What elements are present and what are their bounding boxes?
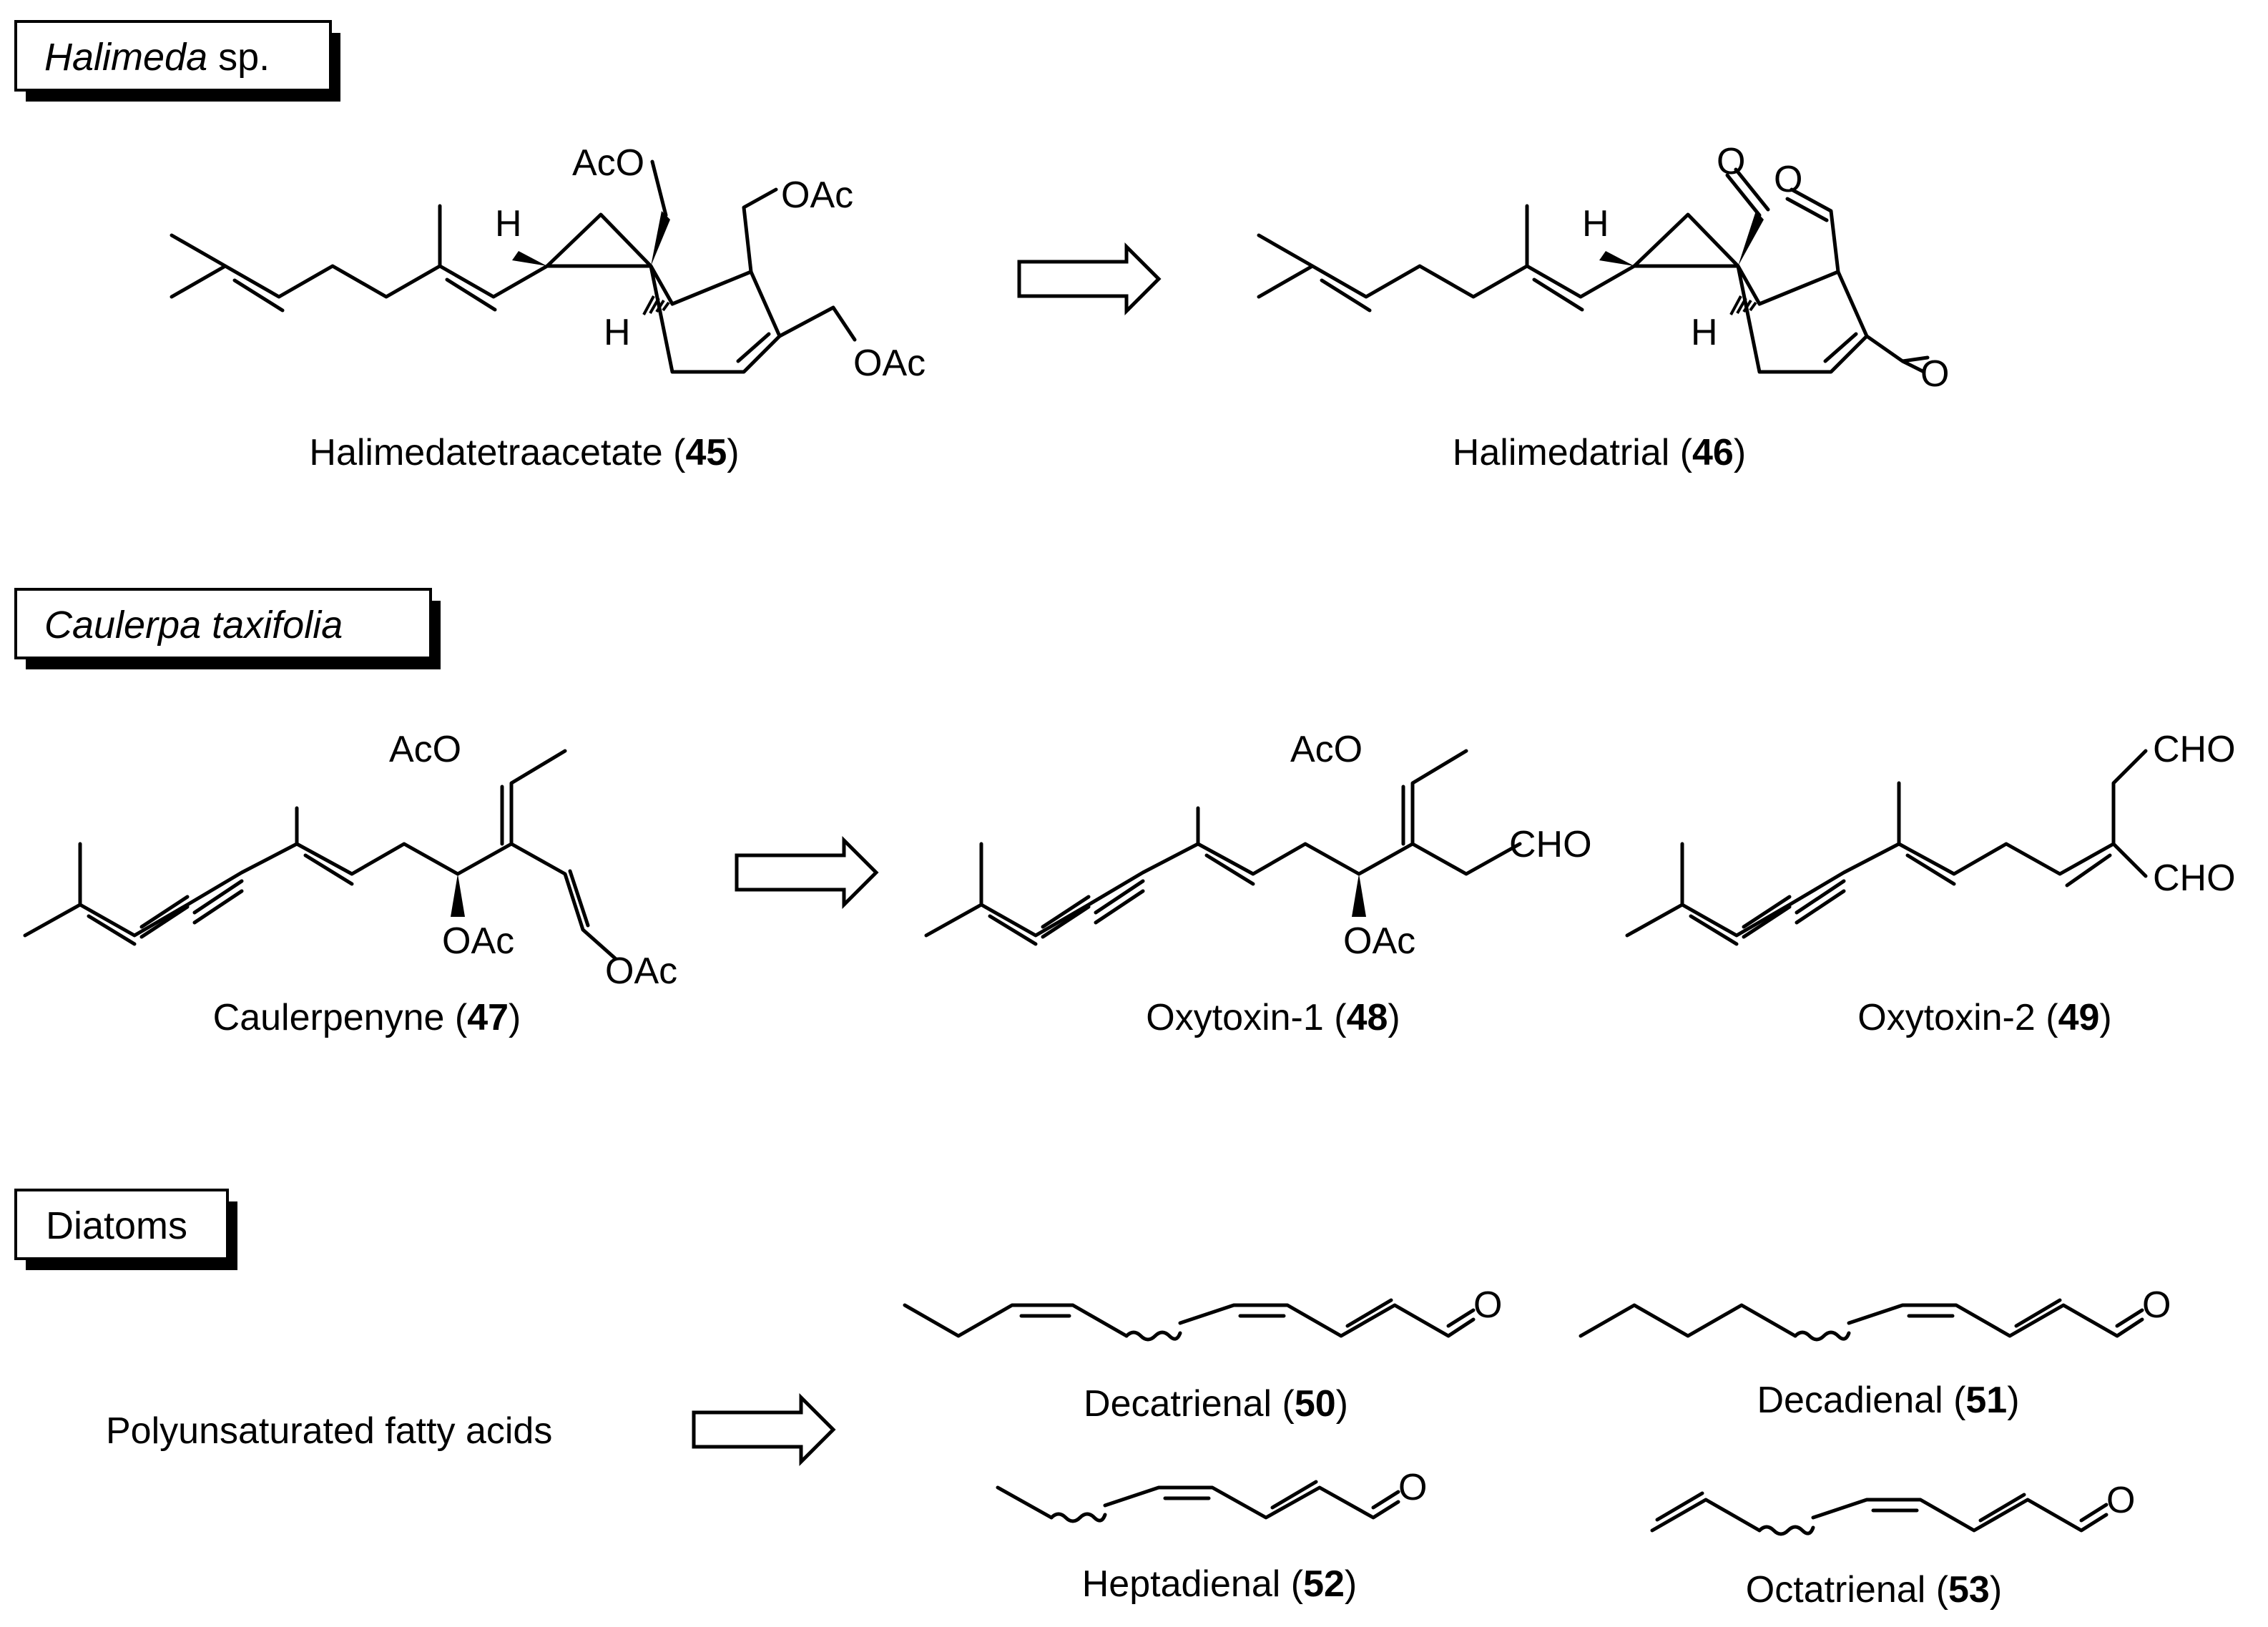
label-46-h-bottom: H <box>1691 312 1718 353</box>
label-48-aco: AcO <box>1290 729 1363 770</box>
label-47-oac-1: OAc <box>442 920 514 962</box>
structure-50: O <box>903 1284 1502 1342</box>
label-46-h-top: H <box>1582 203 1609 245</box>
label-45-oac-bottom: OAc <box>853 343 926 384</box>
header-diatoms-text: Diatoms <box>46 1204 187 1247</box>
name-47: Caulerpenyne (47) <box>213 997 521 1038</box>
label-46-o-2: O <box>1774 159 1802 200</box>
label-46-o-3: O <box>1920 353 1949 395</box>
header-halimeda: Halimeda sp. <box>14 20 340 102</box>
structure-53: O <box>1650 1480 2135 1536</box>
label-51-o: O <box>2142 1284 2171 1326</box>
name-46: Halimedatrial (46) <box>1453 432 1746 473</box>
label-53-o: O <box>2106 1480 2135 1521</box>
name-53: Octatrienal (53) <box>1746 1569 2002 1611</box>
name-50: Decatrienal (50) <box>1084 1383 1348 1425</box>
header-caulerpa-text: Caulerpa taxifolia <box>44 604 343 647</box>
label-48-oac: OAc <box>1343 920 1415 962</box>
label-45-h-bottom: H <box>604 312 631 353</box>
name-51: Decadienal (51) <box>1757 1380 2019 1421</box>
structure-46: O O O H H <box>1257 141 1949 395</box>
label-50-o: O <box>1473 1284 1502 1326</box>
structure-52: O <box>996 1467 1427 1523</box>
label-45-oac-top: OAc <box>781 175 853 216</box>
label-45-aco: AcO <box>572 142 644 184</box>
structure-48: AcO OAc CHO <box>924 729 1592 962</box>
header-halimeda-suffix: sp. <box>207 36 270 79</box>
arrow-diatoms <box>692 1392 836 1467</box>
arrow-caulerpa <box>735 835 879 910</box>
header-halimeda-genus: Halimeda <box>44 36 207 79</box>
label-47-aco: AcO <box>389 729 461 770</box>
structure-47: AcO OAc OAc <box>23 729 677 992</box>
arrow-halimeda <box>1017 242 1162 316</box>
header-diatoms: Diatoms <box>14 1189 237 1270</box>
name-45: Halimedatetraacetate (45) <box>309 432 739 473</box>
label-47-oac-2: OAc <box>605 950 677 992</box>
name-49: Oxytoxin-2 (49) <box>1857 997 2111 1038</box>
label-46-o-1: O <box>1717 141 1745 182</box>
name-48: Oxytoxin-1 (48) <box>1146 997 1400 1038</box>
svg-text:Halimeda sp.: Halimeda sp. <box>44 36 270 79</box>
precursor-text: Polyunsaturated fatty acids <box>106 1410 552 1452</box>
label-48-cho: CHO <box>1509 824 1592 865</box>
structure-51: O <box>1579 1284 2171 1342</box>
label-52-o: O <box>1398 1467 1427 1508</box>
name-52: Heptadienal (52) <box>1082 1563 1357 1605</box>
structure-45: AcO OAc OAc H H <box>170 142 926 384</box>
header-caulerpa: Caulerpa taxifolia <box>14 588 441 669</box>
label-49-cho-2: CHO <box>2153 857 2236 899</box>
label-49-cho-1: CHO <box>2153 729 2236 770</box>
structure-49: CHO CHO <box>1625 729 2236 946</box>
label-45-h-top: H <box>495 203 522 245</box>
